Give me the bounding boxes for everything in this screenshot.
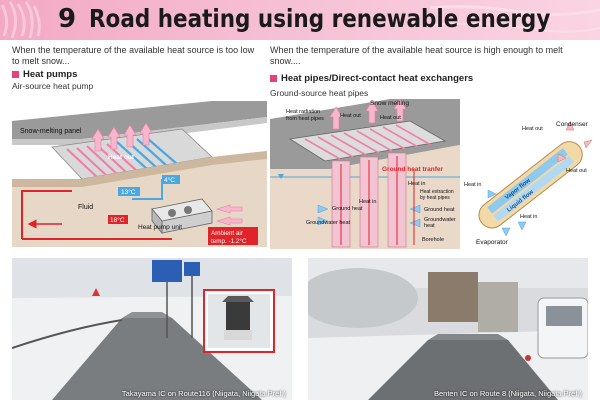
left-caption: Air-source heat pump (12, 81, 94, 91)
section-number: 9 (58, 4, 78, 34)
ambient-temp-label: temp. -1.2°C (211, 237, 247, 245)
heat-out-arrows (329, 99, 407, 130)
pipe-arrows (557, 121, 593, 163)
title-banner: 9 Road heating using renewable energy (0, 0, 600, 40)
heat-in-label-1: Heat in (359, 199, 376, 205)
groundwater-right-label-2: heat (424, 223, 435, 229)
heat-radiation-label-1: Heat radiation (286, 109, 320, 115)
left-column-text: When the temperature of the available he… (12, 45, 262, 91)
page-title: Road heating using renewable energy (89, 4, 551, 33)
road-surface (12, 101, 267, 139)
left-description: When the temperature of the available he… (12, 45, 255, 66)
vertical-heat-pipes (331, 152, 407, 248)
photo-benten: Benten IC on Route 8 (Niigata, Niigata P… (308, 258, 588, 400)
photo-benten-caption: Benten IC on Route 8 (Niigata, Niigata P… (434, 389, 582, 398)
pipe-heat-out-top-label: Heat out (522, 126, 543, 132)
heat-out-label: Heat out (108, 154, 135, 161)
snow-melting-label: Snow melting (370, 100, 409, 107)
heating-coils (66, 143, 138, 178)
pipe-heat-in-left-label: Heat in (464, 182, 481, 188)
heat-pipe-detail: Vapor flow Liquid flow Heat out Condense… (462, 118, 598, 248)
photo-benten-image (308, 258, 588, 400)
bullet-square-icon (270, 75, 277, 82)
right-description: When the temperature of the available he… (270, 45, 563, 66)
snow-panel-label: Snow-melting panel (20, 128, 82, 135)
heat-pump-unit (151, 198, 213, 235)
photo-takayama-caption: Takayama IC on Route116 (Niigata, Niigat… (121, 389, 286, 398)
heat-pump-diagram: Snow-melting panel Heat out Fluid 13°C 4… (12, 99, 267, 247)
temp-18-label: 18°C (110, 216, 125, 224)
heat-out-arrows (91, 122, 153, 152)
pipe-heat-in-bottom-label: Heat in (520, 214, 537, 220)
groundwater-left-label: Groundwater heat (306, 220, 350, 226)
heat-out-label-2: Heat out (380, 115, 401, 121)
photo-takayama-image (12, 258, 292, 400)
left-subtitle-row: Heat pumps (12, 69, 262, 80)
right-subtitle: Heat pipes/Direct-contact heat exchanger… (281, 73, 474, 84)
right-column-text: When the temperature of the available he… (270, 45, 595, 98)
fluid-label: Fluid (78, 204, 93, 211)
right-subtitle-row: Heat pipes/Direct-contact heat exchanger… (270, 73, 595, 84)
heat-radiation-label-2: from heat pipes (286, 116, 324, 122)
ambient-air-label: Ambient air (211, 230, 243, 237)
temp-4-label: 4°C (164, 176, 175, 184)
evaporator-label: Evaporator (476, 239, 509, 246)
groundwater-right-label-1: Groundwater (424, 217, 456, 223)
banner-pattern (0, 1, 600, 39)
heat-extraction-label-2: by heat pipes (420, 195, 450, 201)
right-caption: Ground-source heat pipes (270, 88, 369, 98)
heat-in-label-2: Heat in (408, 181, 425, 187)
heat-out-label-1: Heat out (340, 113, 361, 119)
ground-heat-left-label: Ground heat (332, 206, 363, 212)
heat-pump-unit-label: Heat pump unit (138, 224, 182, 231)
photo-takayama: Takayama IC on Route116 (Niigata, Niigat… (12, 258, 292, 400)
temp-13-label: 13°C (121, 188, 136, 196)
borehole-label: Borehole (422, 237, 444, 243)
pipe-heat-out-right-label: Heat out (566, 168, 587, 174)
ground-heat-right-label: Ground heat (424, 207, 455, 213)
condenser-label: Condenser (556, 121, 589, 128)
ground-transfer-label: Ground heat tranfer (382, 166, 444, 173)
bullet-square-icon (12, 71, 19, 78)
heat-pipe-grid (304, 124, 432, 160)
left-subtitle: Heat pumps (23, 69, 78, 80)
heat-extraction-label-1: Heat extraction (420, 189, 454, 195)
heat-pipes-diagram: Snow melting Heat radiation from heat pi… (270, 99, 460, 249)
